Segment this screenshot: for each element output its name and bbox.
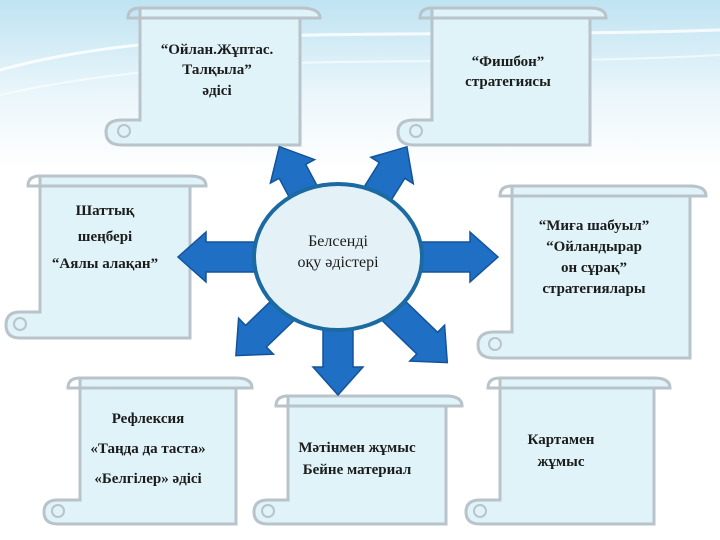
node-text-line: «Белгілер» әдісі <box>94 471 202 487</box>
node-text-line: он сұрақ” <box>560 260 628 276</box>
node-text-line: Картамен <box>527 432 595 448</box>
node-text-line: “Миға шабуыл” <box>538 218 650 234</box>
center-label-line: оқу әдістері <box>297 253 379 271</box>
scroll-bottom-center <box>252 394 464 526</box>
node-text-line: Талқыла” <box>182 62 252 79</box>
node-text-line: Мәтінмен жұмыс <box>298 440 416 456</box>
node-text-line: Бейне материал <box>302 461 412 478</box>
background-swoosh <box>0 54 720 96</box>
node-text-line: “Ойлан.Жұптас. <box>160 42 274 58</box>
node-bottom-left: Рефлексия «Таңда да таста» «Белгілер» әд… <box>64 404 232 494</box>
scroll-bottom-left <box>42 376 254 526</box>
node-top-right: “Фишбон” стратегиясы <box>430 52 586 93</box>
node-text-line: стратегиясы <box>465 74 551 91</box>
node-top-left: “Ойлан.Жұптас. Талқыла” әдісі <box>138 40 296 101</box>
node-text-line: Шаттық <box>75 203 135 219</box>
node-text-line: әдісі <box>202 82 232 99</box>
node-text-line: «Таңда да таста» <box>90 441 206 457</box>
center-ellipse <box>252 182 424 332</box>
node-text-line: “Ойландырар <box>546 239 642 255</box>
scroll-top-left <box>104 6 322 147</box>
center-label: Белсенді оқу әдістері <box>256 232 420 274</box>
node-text-line: стратегиялары <box>542 281 646 297</box>
node-bottom-center: Мәтінмен жұмыс Бейне материал <box>272 438 442 482</box>
node-text-line: шеңбері <box>77 229 133 246</box>
scroll-right <box>476 184 708 360</box>
scroll-bottom-right <box>464 376 672 526</box>
node-text-line: “Аялы алақан” <box>51 255 159 272</box>
node-right: “Миға шабуыл” “Ойландырар он сұрақ” стра… <box>508 216 680 300</box>
node-text-line: Рефлексия <box>111 411 185 427</box>
node-text-line: “Фишбон” <box>471 54 545 70</box>
node-text-line: жұмыс <box>537 453 585 470</box>
scroll-left <box>4 174 208 340</box>
background-band <box>0 0 720 170</box>
node-bottom-right: Картамен жұмыс <box>486 430 636 474</box>
background-swoosh <box>0 28 720 72</box>
center-label-line: Белсенді <box>308 233 368 250</box>
scroll-top-right <box>396 6 608 147</box>
node-left: Шаттық шеңбері “Аялы алақан” <box>30 198 180 277</box>
